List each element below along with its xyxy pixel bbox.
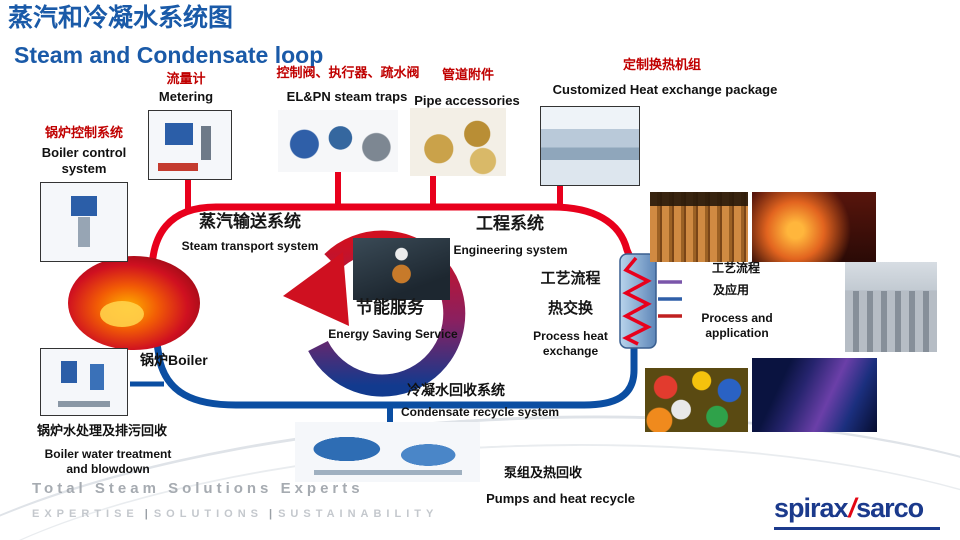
condensate-label-en: Condensate recycle system [400, 405, 560, 419]
cans-production-photo [650, 192, 748, 262]
boiler-water-treatment-photo [40, 348, 128, 416]
heat-package-label-cn: 定制换热机组 [622, 57, 701, 72]
process-heat-label-cn2: 热交换 [547, 300, 593, 317]
steam-transport-label-en: Steam transport system [181, 239, 319, 253]
value-expertise: EXPERTISE [32, 508, 139, 520]
energy-saving-label-cn: 节能服务 [356, 298, 424, 317]
fiber-optics-photo [752, 358, 877, 432]
steam-line [148, 203, 634, 276]
building-photo [845, 262, 937, 352]
heat-exchanger-shape [619, 253, 657, 349]
metering-photo [148, 110, 232, 180]
energy-saving-label-en: Energy Saving Service [328, 327, 458, 341]
boiler-control-label-en1: Boiler control [41, 145, 127, 160]
process-heat-label-cn1: 工艺流程 [540, 270, 601, 287]
values-separator-1: | [144, 508, 148, 520]
boiler-control-label-en2: system [61, 161, 107, 176]
boiler-water-label-en2: and blowdown [66, 462, 150, 476]
metering-label-en: Metering [158, 89, 214, 104]
process-application-label-cn2: 及应用 [712, 283, 749, 297]
boiler-water-label-en1: Boiler water treatment [44, 447, 172, 461]
process-application-label-en2: application [705, 326, 769, 340]
pumps-label-cn: 泵组及热回收 [503, 465, 582, 480]
pumps-photo [295, 422, 480, 482]
steam-traps-label-en: EL&PN steam traps [286, 89, 408, 104]
tagline: Total Steam Solutions Experts [32, 480, 364, 497]
process-application-label-cn1: 工艺流程 [711, 261, 760, 275]
spirax-sarco-logo: spirax/sarco [774, 493, 924, 524]
values-strip: EXPERTISE | SOLUTIONS | SUSTAINABILITY [32, 508, 438, 521]
steam-traps-photo [278, 110, 398, 172]
steam-traps-label-cn: 控制阀、执行器、疏水阀 [276, 65, 420, 80]
heat-exchanger-coil [622, 256, 652, 346]
boiler-shape [68, 256, 200, 350]
page-title-en: Steam and Condensate loop [14, 42, 324, 68]
logo-spirax: spirax [774, 493, 849, 523]
metering-label-cn: 流量计 [166, 71, 206, 86]
values-separator-2: | [269, 508, 273, 520]
boiler-flame [100, 301, 144, 327]
condensate-label-cn: 冷凝水回收系统 [407, 382, 505, 398]
pumps-label-en: Pumps and heat recycle [486, 491, 635, 506]
engineer-photo [353, 238, 450, 300]
logo-underline [774, 527, 940, 530]
page-title-cn: 蒸汽和冷凝水系统图 [8, 4, 234, 32]
process-application-label-en1: Process and [701, 311, 773, 325]
boiler-water-label-cn: 锅炉水处理及排污回收 [36, 423, 167, 438]
pipe-accessories-photo [410, 108, 506, 176]
process-heat-label-en1: Process heat [533, 329, 608, 343]
process-heat-label-en2: exchange [542, 344, 599, 358]
refinery-photo [752, 192, 876, 262]
pipe-accessories-label-cn: 管道附件 [441, 67, 494, 82]
cycle-arrow-head [283, 252, 349, 326]
heat-exchange-package-photo [540, 106, 640, 186]
heat-package-label-en: Customized Heat exchange package [552, 82, 778, 97]
condensate-line [152, 334, 638, 409]
boiler-control-photo [40, 182, 128, 262]
logo-sarco: sarco [856, 493, 924, 523]
pipe-accessories-label-en: Pipe accessories [414, 93, 520, 108]
engineering-label-cn: 工程系统 [476, 214, 544, 233]
value-solutions: SOLUTIONS [153, 508, 263, 520]
value-sustainability: SUSTAINABILITY [278, 508, 439, 520]
pills-photo [645, 368, 748, 432]
steam-transport-label-cn: 蒸汽输送系统 [199, 212, 301, 231]
boiler-control-label-cn: 锅炉控制系统 [44, 125, 123, 140]
boiler-label: 锅炉Boiler [140, 352, 208, 368]
engineering-label-en: Engineering system [453, 243, 568, 257]
